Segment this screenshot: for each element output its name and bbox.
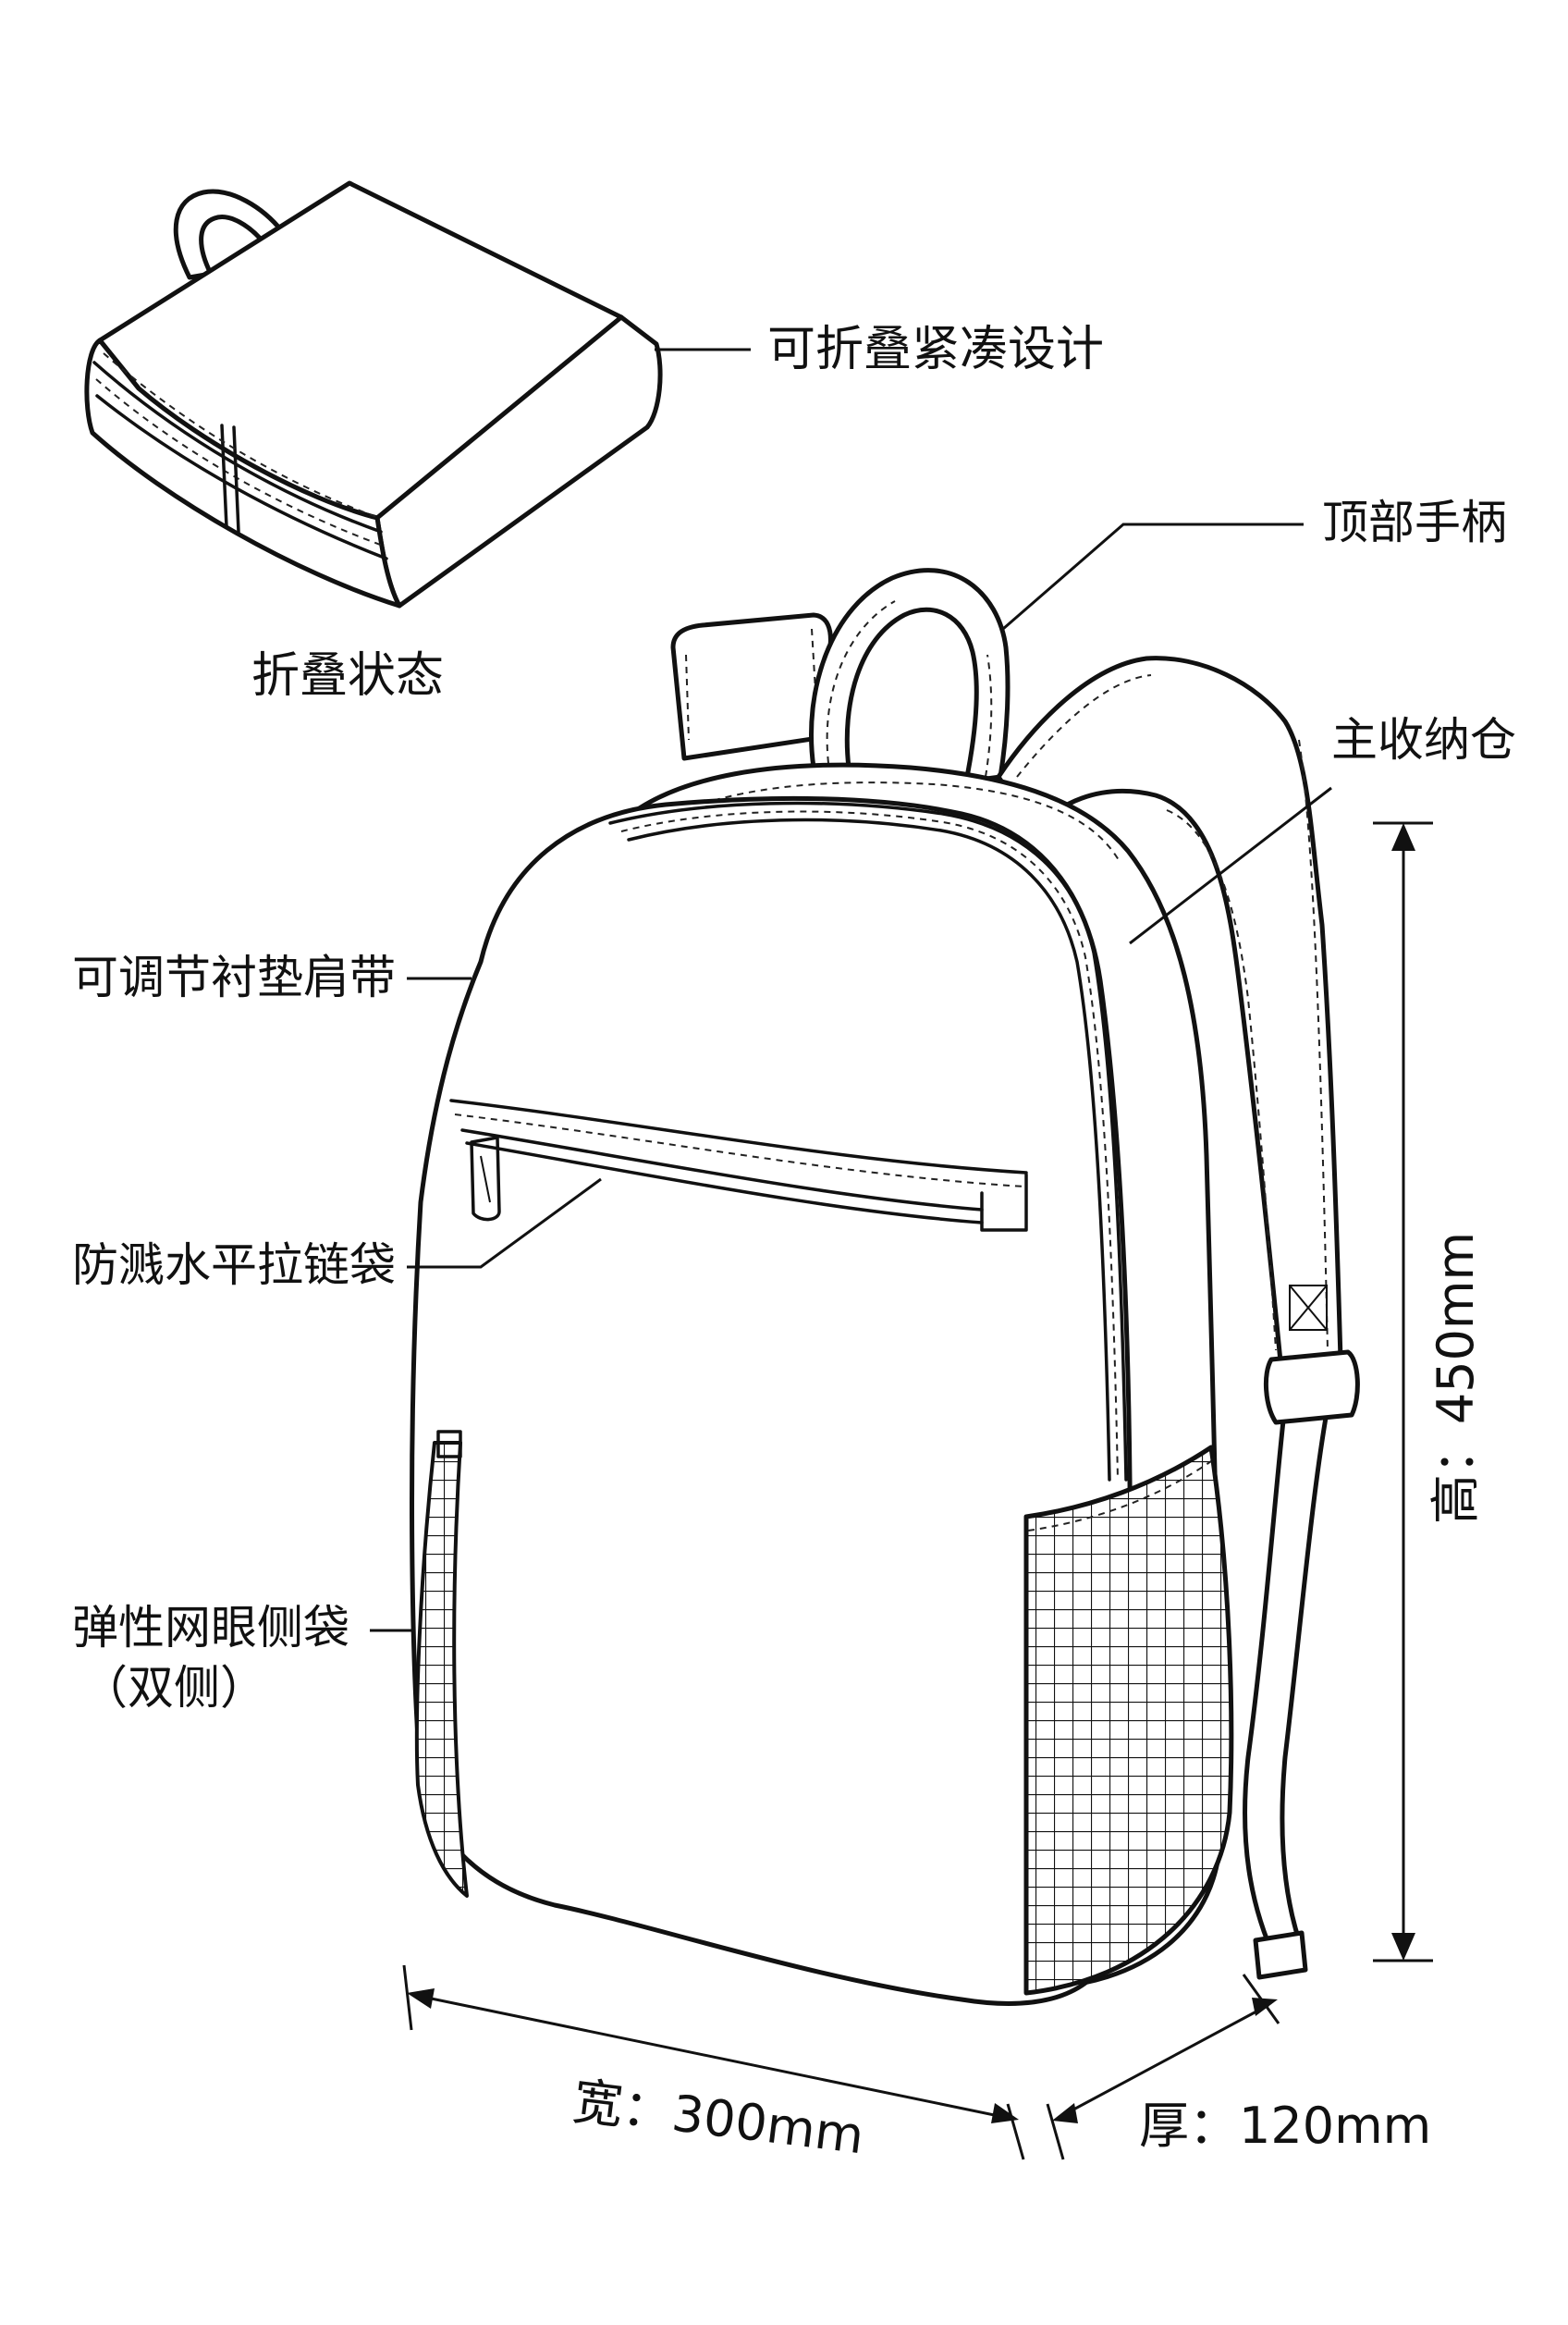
backpack-drawing bbox=[410, 568, 1360, 2006]
top-handle bbox=[809, 568, 1011, 784]
front-pocket-label: 防溅水平拉链袋 bbox=[72, 1238, 396, 1292]
folded-feature-label: 可折叠紧凑设计 bbox=[767, 322, 1105, 377]
top-handle-label: 顶部手柄 bbox=[1322, 496, 1507, 549]
callout-leaders bbox=[370, 348, 1332, 1632]
folded-backpack-drawing bbox=[84, 180, 663, 609]
side-mesh-pocket bbox=[1023, 1445, 1234, 1996]
zipper-pull bbox=[470, 1136, 501, 1222]
height-dimension bbox=[1373, 821, 1433, 1962]
strap-end-tab bbox=[1253, 1930, 1308, 1980]
height-dimension-label: 高：450mm bbox=[1427, 1231, 1485, 1525]
depth-dimension-label: 厚：120mm bbox=[1139, 2097, 1432, 2155]
folded-front-face bbox=[84, 338, 402, 609]
backpack-front-panel bbox=[410, 795, 1133, 2006]
strap-reinforcement-patch bbox=[1289, 1285, 1328, 1331]
width-dimension bbox=[402, 1964, 1025, 2160]
depth-dimension bbox=[1046, 1974, 1280, 2160]
strap-adjuster-buckle bbox=[1263, 1349, 1360, 1425]
side-pocket-both-sides-label: （双侧） bbox=[81, 1661, 266, 1715]
main-compartment-label: 主收纳仓 bbox=[1331, 713, 1516, 767]
folded-state-caption: 折叠状态 bbox=[251, 648, 445, 704]
shoulder-strap-label: 可调节衬垫肩带 bbox=[72, 951, 396, 1004]
strap-lower-webbing bbox=[1243, 1384, 1334, 1963]
left-mesh-sliver bbox=[414, 1441, 469, 1898]
side-pocket-label: 弹性网眼侧袋 bbox=[72, 1601, 349, 1655]
